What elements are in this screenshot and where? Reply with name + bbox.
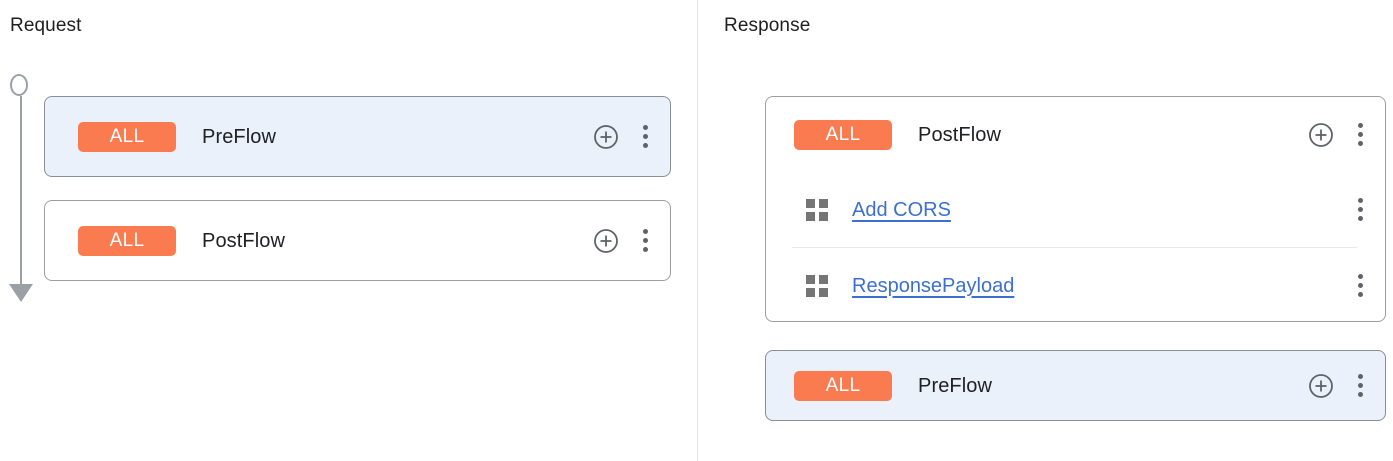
request-flow-rail: [1, 70, 41, 302]
flow-card-name: PreFlow: [918, 374, 993, 397]
flow-card-actions: [1308, 122, 1370, 148]
flow-card-header: ALL PreFlow: [766, 351, 1385, 420]
panel-divider: [697, 0, 698, 461]
policy-link[interactable]: Add CORS: [852, 198, 951, 221]
plus-circle-icon[interactable]: [593, 124, 619, 150]
flow-card-request-postflow[interactable]: ALL PostFlow: [44, 200, 671, 281]
policy-link[interactable]: ResponsePayload: [852, 274, 1015, 297]
policy-actions: [1350, 198, 1370, 222]
kebab-menu-icon[interactable]: [635, 125, 655, 149]
kebab-menu-icon[interactable]: [1350, 123, 1370, 147]
plus-circle-icon[interactable]: [593, 228, 619, 254]
kebab-menu-icon[interactable]: [1350, 274, 1370, 298]
request-panel-title: Request: [10, 15, 82, 36]
circle-node-icon: [10, 74, 28, 96]
request-panel: Request ALL PreFlow: [1, 15, 671, 302]
policy-actions: [1350, 274, 1370, 298]
drag-grid-icon[interactable]: [806, 198, 828, 221]
flow-card-name: PostFlow: [202, 229, 286, 252]
flow-card-name: PostFlow: [918, 123, 1002, 146]
policy-row-divider: [792, 247, 1357, 248]
policy-row[interactable]: Add CORS: [766, 172, 1385, 247]
flow-card-header: ALL PostFlow: [766, 97, 1385, 172]
rail-line: [20, 96, 22, 286]
flow-card-response-preflow[interactable]: ALL PreFlow: [765, 350, 1386, 421]
response-panel: Response ALL PostFlow: [698, 0, 1393, 461]
method-badge: ALL: [794, 119, 892, 150]
method-badge: ALL: [78, 225, 176, 256]
drag-grid-icon[interactable]: [806, 274, 828, 297]
flow-card-request-preflow[interactable]: ALL PreFlow: [44, 96, 671, 177]
kebab-menu-icon[interactable]: [1350, 198, 1370, 222]
kebab-menu-icon[interactable]: [635, 229, 655, 253]
arrow-down-icon: [9, 284, 33, 302]
plus-circle-icon[interactable]: [1308, 122, 1334, 148]
flow-card-actions: [593, 228, 655, 254]
response-panel-title: Response: [724, 15, 811, 36]
flow-card-response-postflow[interactable]: ALL PostFlow: [765, 96, 1386, 322]
flow-card-actions: [1308, 373, 1370, 399]
method-badge: ALL: [78, 121, 176, 152]
kebab-menu-icon[interactable]: [1350, 374, 1370, 398]
plus-circle-icon[interactable]: [1308, 373, 1334, 399]
flow-card-header: ALL PostFlow: [45, 201, 670, 280]
flow-card-actions: [593, 124, 655, 150]
policy-row[interactable]: ResponsePayload: [766, 248, 1385, 323]
method-badge: ALL: [794, 370, 892, 401]
flow-card-header: ALL PreFlow: [45, 97, 670, 176]
flow-card-name: PreFlow: [202, 125, 277, 148]
